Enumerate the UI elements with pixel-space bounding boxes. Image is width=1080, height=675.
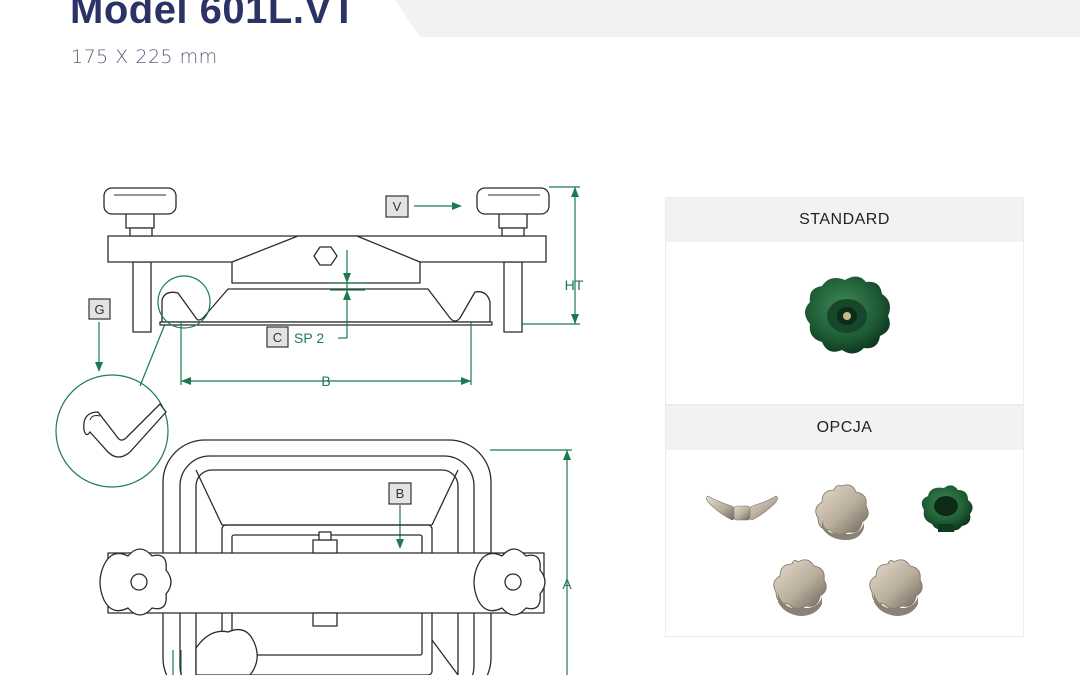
g-label: G bbox=[94, 302, 104, 317]
front-nut-bottom bbox=[312, 612, 338, 627]
c-label: C bbox=[273, 330, 282, 345]
option-heading: OPCJA bbox=[666, 406, 1023, 450]
green-knob-small-icon bbox=[921, 485, 973, 532]
hex-nut bbox=[313, 246, 338, 266]
technical-drawing-svg: V G C B SP 2 B HT A bbox=[55, 186, 584, 675]
front-nut-top bbox=[312, 539, 338, 554]
front-left-knob bbox=[99, 548, 172, 616]
page-subtitle: 175 X 225 mm bbox=[71, 46, 218, 68]
header-band bbox=[395, 0, 1080, 37]
standard-knob-area bbox=[666, 242, 1023, 404]
b-box-label: B bbox=[396, 486, 405, 501]
right-stud bbox=[503, 261, 523, 333]
metal-star-knob-icon bbox=[815, 484, 869, 540]
right-knob-head bbox=[476, 187, 550, 215]
right-knob-washer bbox=[501, 227, 525, 237]
v-label: V bbox=[393, 199, 402, 214]
option-panel: OPCJA bbox=[665, 405, 1024, 637]
left-knob-head bbox=[103, 187, 177, 215]
page-title: Model 601L.VT bbox=[70, 0, 357, 32]
b-dimension-label: B bbox=[321, 373, 330, 389]
sp-label: SP 2 bbox=[294, 330, 324, 346]
left-knob-washer bbox=[129, 227, 153, 237]
standard-heading: STANDARD bbox=[666, 198, 1023, 242]
front-crossbar bbox=[107, 552, 545, 614]
front-right-knob bbox=[473, 548, 546, 616]
technical-drawing: V G C B SP 2 B HT A bbox=[0, 170, 640, 675]
lid-profile bbox=[161, 288, 491, 323]
option-knobs-svg bbox=[706, 484, 973, 616]
left-stud bbox=[132, 261, 152, 333]
a-label: A bbox=[562, 576, 572, 592]
metal-star-knob-icon-3 bbox=[869, 559, 923, 616]
lid-base bbox=[159, 321, 493, 326]
header-notch bbox=[380, 0, 420, 37]
green-knob-icon bbox=[805, 276, 890, 354]
gasket-detail bbox=[83, 403, 167, 458]
option-knob-area bbox=[666, 450, 1023, 636]
metal-star-knob-icon-2 bbox=[773, 559, 827, 616]
ht-label: HT bbox=[565, 277, 584, 293]
wing-nut-icon bbox=[706, 495, 778, 521]
standard-panel: STANDARD bbox=[665, 197, 1024, 405]
